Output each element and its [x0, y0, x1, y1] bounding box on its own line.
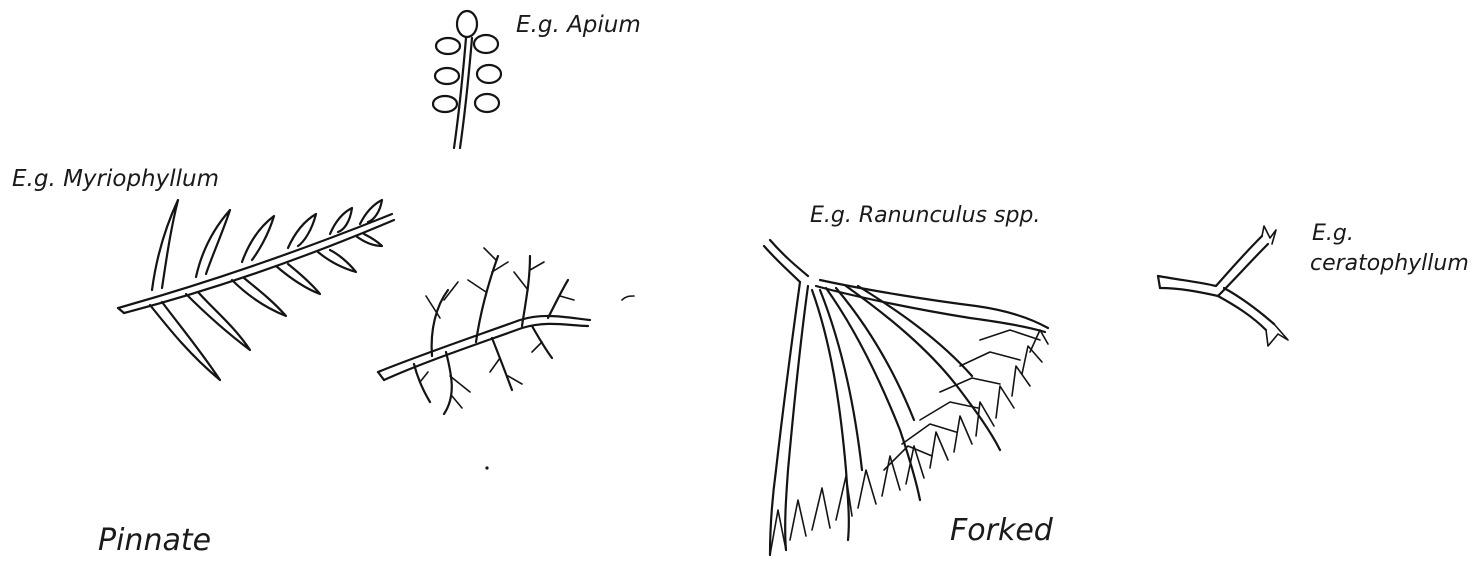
stray-mark [622, 296, 634, 300]
apium-label: E.g. Apium [516, 12, 641, 38]
stray-dot [485, 466, 488, 469]
ceratophyllum-drawing [1158, 226, 1288, 346]
apium-leaf-drawing [433, 11, 501, 148]
forked-leaf-drawing [764, 240, 1048, 555]
divided-leaf-drawing [378, 248, 590, 414]
pinnate-label: Pinnate [98, 523, 211, 558]
ceratophyllum-label-prefix: E.g. [1312, 221, 1354, 246]
myriophyllum-label: E.g. Myriophyllum [12, 166, 219, 192]
pinnate-leaf-drawing [118, 200, 394, 380]
ceratophyllum-label-name: ceratophyllum [1310, 251, 1469, 276]
forked-label: Forked [950, 513, 1054, 548]
ranunculus-label: E.g. Ranunculus spp. [810, 203, 1040, 228]
